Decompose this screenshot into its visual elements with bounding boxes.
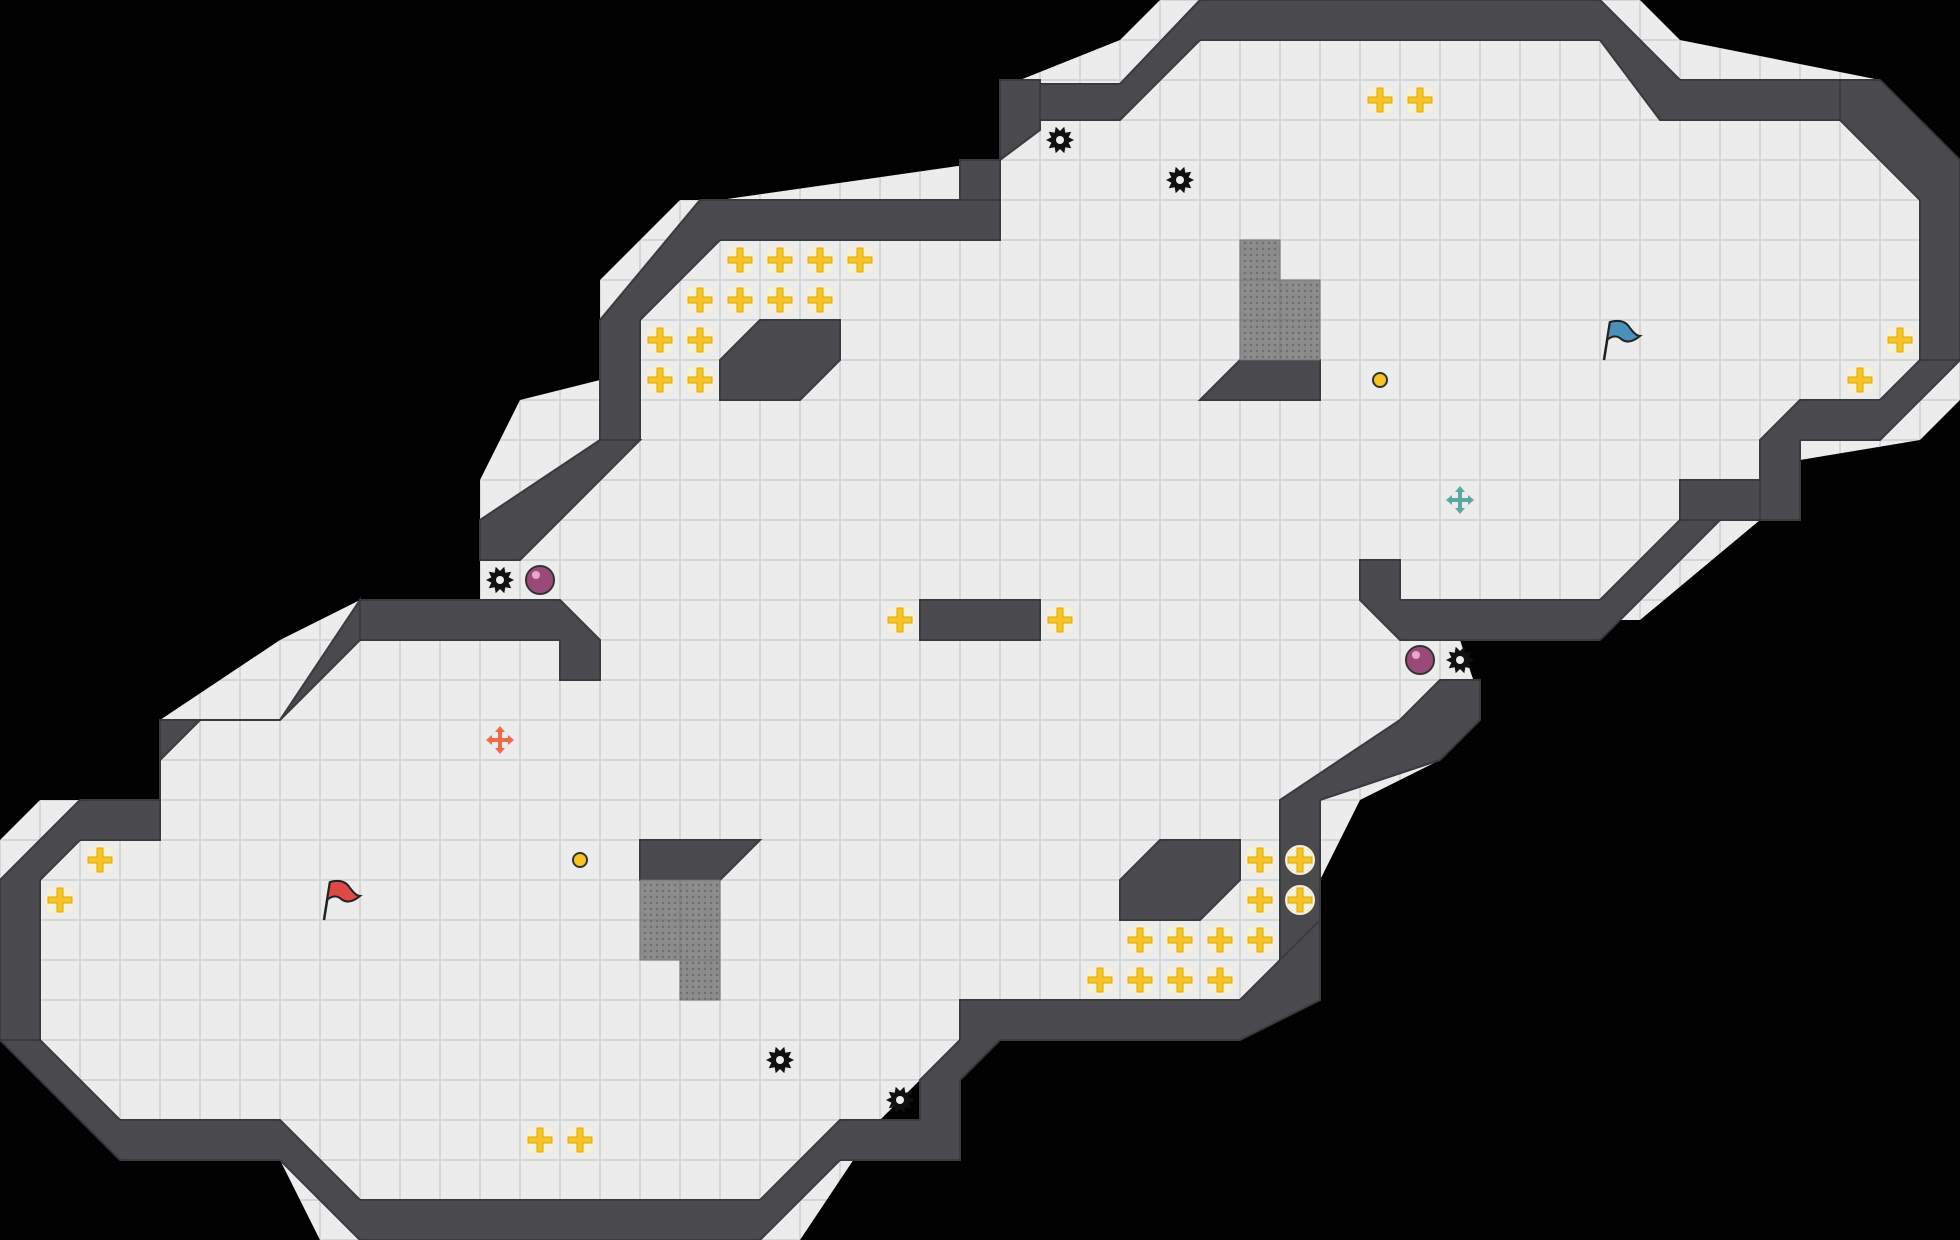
bomb-powerup xyxy=(525,565,555,595)
yellow-plus-boost-icon xyxy=(845,245,875,275)
crate xyxy=(1239,319,1281,361)
yellow-plus-boost-icon xyxy=(85,845,115,875)
yellow-plus-boost-icon xyxy=(725,285,755,315)
crate xyxy=(639,919,681,961)
blue-flag-icon xyxy=(1602,319,1643,361)
yellow-plus-boost-icon xyxy=(1205,925,1235,955)
crate xyxy=(1239,239,1281,281)
yellow-plus-boost-icon xyxy=(1285,845,1315,875)
yellow-plus-boost-icon xyxy=(565,1125,595,1155)
yellow-plus-boost-icon xyxy=(765,285,795,315)
crate xyxy=(679,919,721,961)
yellow-plus-boost-icon xyxy=(1125,965,1155,995)
yellow-plus-boost-icon xyxy=(1405,85,1435,115)
yellow-plus-boost-icon xyxy=(685,365,715,395)
yellow-plus-boost-icon xyxy=(645,365,675,395)
yellow-plus-boost-icon xyxy=(1365,85,1395,115)
spike-group xyxy=(486,126,1474,1114)
yellow-plus-boost-icon xyxy=(685,325,715,355)
spike-mine-icon xyxy=(1046,126,1074,154)
spike-mine-icon xyxy=(486,566,514,594)
yellow-plus-boost-icon xyxy=(645,325,675,355)
coin-token-icon xyxy=(1372,372,1388,388)
red-flag-icon xyxy=(322,879,363,921)
yellow-plus-boost-icon xyxy=(1885,325,1915,355)
yellow-plus-boost-icon xyxy=(1045,605,1075,635)
yellow-plus-boost-icon xyxy=(765,245,795,275)
yellow-plus-boost-icon xyxy=(885,605,915,635)
yellow-plus-boost-icon xyxy=(1245,885,1275,915)
yellow-plus-boost-icon xyxy=(805,285,835,315)
wall-upper-block xyxy=(719,319,841,401)
spike-mine-icon xyxy=(1166,166,1194,194)
blue-arrows-portal-icon xyxy=(1446,486,1474,514)
yellow-plus-boost-icon xyxy=(1845,365,1875,395)
crate-cluster-lower xyxy=(639,879,721,1001)
wall-right-bottom xyxy=(1679,359,1960,521)
yellow-plus-boost-icon xyxy=(525,1125,555,1155)
crate xyxy=(679,879,721,921)
yellow-plus-boost-icon xyxy=(1245,845,1275,875)
crate xyxy=(679,959,721,1001)
yellow-plus-boost-icon xyxy=(805,245,835,275)
yellow-plus-boost-icon xyxy=(685,285,715,315)
spike-mine-icon xyxy=(766,1046,794,1074)
spike-mine-icon xyxy=(886,1086,914,1114)
spike-mine-icon xyxy=(1446,646,1474,674)
wall-center-bar xyxy=(919,599,1041,641)
yellow-plus-boost-icon xyxy=(45,885,75,915)
wall-lower-left-bottom xyxy=(0,917,1321,1240)
yellow-plus-boost-icon xyxy=(725,245,755,275)
crate xyxy=(1279,279,1321,321)
coin-token-icon xyxy=(572,852,588,868)
yellow-plus-boost-icon xyxy=(1205,965,1235,995)
wall-upper-right-lower xyxy=(1359,519,1723,641)
yellow-plus-boost-icon xyxy=(1245,925,1275,955)
wall-middle-left-arm xyxy=(359,599,601,681)
bomb-powerup xyxy=(1405,645,1435,675)
crate xyxy=(1279,319,1321,361)
wall-upper-left xyxy=(599,199,1001,441)
yellow-plus-boost-icon xyxy=(1165,965,1195,995)
yellow-plus-boost-icon xyxy=(1125,925,1155,955)
yellow-plus-boost-icon xyxy=(1285,885,1315,915)
yellow-plus-boost-icon xyxy=(1085,965,1115,995)
yellow-plus-boost-icon xyxy=(1165,925,1195,955)
red-arrows-portal-icon xyxy=(486,726,514,754)
floor-lower-chamber xyxy=(0,600,1480,1240)
boost-group xyxy=(45,85,1915,1155)
crate xyxy=(639,879,681,921)
wall-lower-block xyxy=(1119,839,1241,921)
wall-upper-left-diag xyxy=(479,439,643,561)
crate xyxy=(1239,279,1281,321)
crate-cluster-upper xyxy=(1239,239,1321,361)
